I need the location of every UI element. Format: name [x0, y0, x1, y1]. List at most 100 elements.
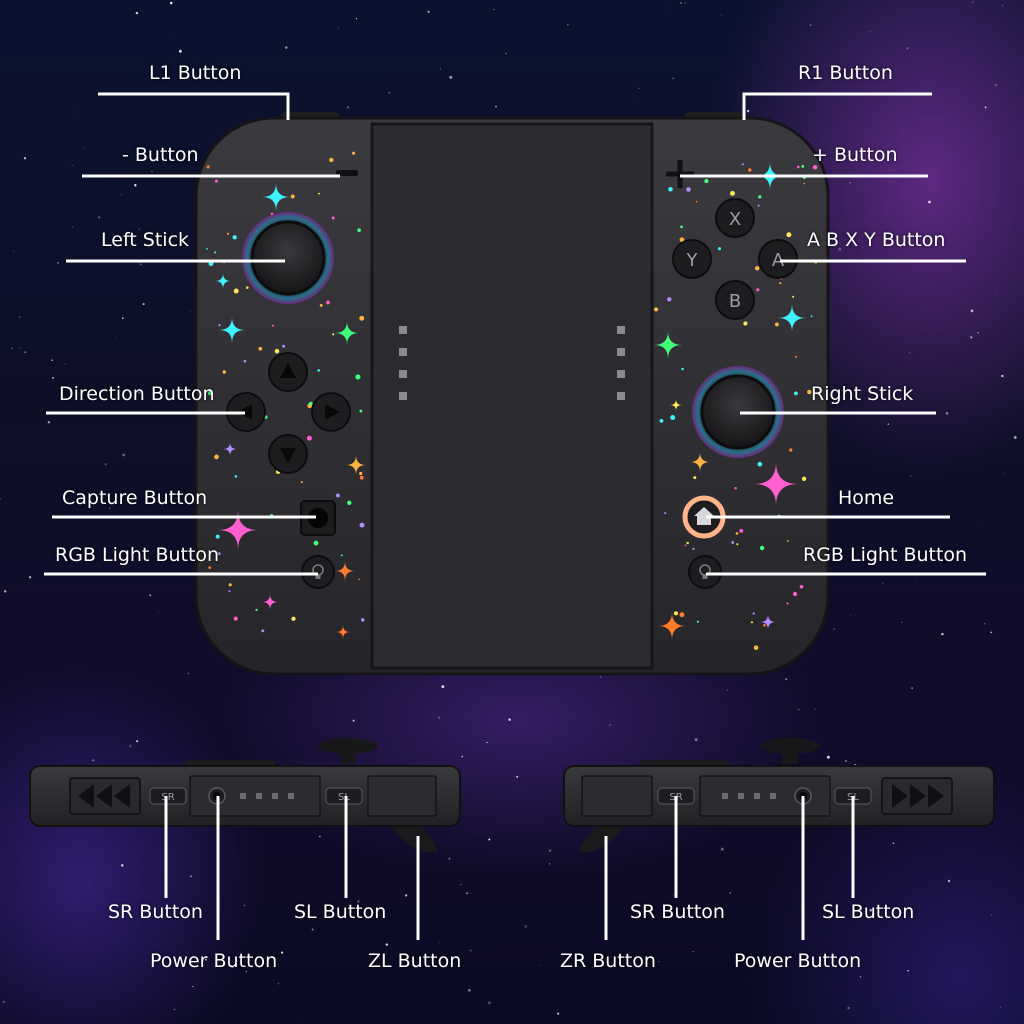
background-star — [909, 352, 911, 354]
sparkle-dot — [335, 493, 340, 498]
background-star — [508, 718, 511, 721]
background-star — [346, 106, 350, 109]
background-star — [469, 949, 472, 952]
sparkle-dot — [282, 344, 286, 348]
sparkle-dot — [317, 369, 320, 372]
sparkle-dot — [810, 315, 813, 318]
sparkle-dot — [290, 194, 295, 199]
sparkle-dot — [359, 409, 363, 413]
background-star — [1004, 472, 1006, 474]
sparkle-dot — [670, 415, 676, 420]
background-star — [441, 685, 445, 689]
zr-trigger[interactable] — [578, 820, 624, 853]
background-star — [970, 309, 974, 313]
background-star — [311, 928, 314, 931]
sparkle-dot — [786, 540, 789, 542]
sparkle-dot — [692, 547, 695, 550]
left-stick[interactable] — [242, 212, 334, 304]
background-star — [1013, 435, 1017, 439]
background-star — [947, 879, 951, 883]
background-star — [245, 970, 247, 973]
label-zr-button: ZR Button — [560, 950, 656, 972]
sparkle-dot — [736, 543, 739, 546]
background-star — [941, 632, 944, 636]
a-button-label: A — [772, 250, 785, 271]
background-star — [72, 226, 74, 228]
sparkle-dot — [786, 602, 789, 605]
sparkle-icon — [335, 321, 359, 345]
background-star — [466, 892, 469, 895]
sparkle-dot — [801, 476, 807, 481]
background-star — [114, 335, 116, 337]
sparkle-dot — [347, 500, 352, 506]
background-star — [2, 1000, 5, 1003]
background-star — [990, 914, 992, 916]
sparkle-icon — [658, 612, 686, 640]
sparkle-dot — [306, 435, 312, 441]
x-button[interactable]: X — [715, 198, 755, 238]
right-joycon-side-view: SR SL — [563, 738, 995, 853]
background-star — [1001, 374, 1004, 378]
zl-trigger[interactable] — [392, 820, 438, 853]
sparkle-dot — [207, 390, 213, 396]
background-star — [487, 1001, 491, 1005]
leader-lines — [44, 92, 986, 940]
sparkle-icon — [778, 304, 806, 332]
background-star — [448, 857, 451, 860]
sr-button-left[interactable]: SR — [149, 787, 187, 805]
background-star — [427, 10, 430, 13]
background-star — [192, 986, 194, 988]
sparkle-dot — [359, 315, 365, 321]
background-star — [232, 966, 234, 969]
sparkle-dot — [756, 288, 760, 292]
background-star — [172, 37, 174, 39]
sparkle-dot — [218, 324, 221, 327]
sparkle-dot — [786, 232, 792, 238]
rgb-light-button-right[interactable] — [688, 555, 722, 589]
background-star — [23, 157, 27, 160]
background-star — [169, 1, 173, 5]
controller-grip-assembly: X Y A B — [194, 112, 830, 676]
sparkle-icon — [754, 462, 798, 506]
background-star — [83, 146, 85, 148]
b-button[interactable]: B — [715, 280, 755, 320]
label-power-button-right: Power Button — [734, 950, 862, 972]
y-button[interactable]: Y — [672, 239, 712, 279]
background-star — [357, 900, 360, 903]
sl-button-left[interactable]: SL — [325, 787, 363, 805]
background-star — [138, 228, 141, 231]
sparkle-dot — [734, 487, 737, 490]
dpad-right-button[interactable] — [311, 392, 351, 432]
forward-arrows-icon — [892, 784, 944, 808]
background-star — [439, 942, 441, 944]
a-button[interactable]: A — [758, 239, 798, 279]
sparkle-dot — [300, 481, 303, 484]
sl-rail-label: SL — [338, 792, 350, 803]
capture-button[interactable] — [300, 500, 336, 536]
background-star — [437, 716, 441, 719]
sparkle-dot — [695, 200, 698, 203]
sparkle-dot — [774, 322, 779, 327]
dpad-up-button[interactable] — [268, 352, 308, 392]
rgb-light-button-left[interactable] — [301, 555, 335, 589]
background-star — [599, 675, 602, 678]
minus-button[interactable] — [336, 170, 358, 176]
sparkle-icon — [335, 561, 355, 581]
sparkle-dot — [730, 190, 735, 196]
label-sr-button-left: SR Button — [108, 901, 203, 923]
sparkle-icon — [215, 273, 231, 289]
home-icon — [694, 507, 714, 525]
background-star — [149, 594, 152, 597]
sparkle-icon — [262, 594, 278, 610]
joycon-sparkle-pattern — [206, 151, 818, 650]
background-star — [915, 581, 916, 583]
plus-button[interactable] — [666, 160, 694, 188]
background-star — [319, 835, 321, 838]
background-star — [999, 1006, 1002, 1008]
sparkle-dot — [319, 303, 323, 307]
sparkle-dot — [794, 355, 797, 358]
right-stick[interactable] — [692, 366, 784, 458]
background-star — [77, 111, 79, 113]
background-star — [3, 590, 7, 593]
dpad-down-button[interactable] — [268, 434, 308, 474]
